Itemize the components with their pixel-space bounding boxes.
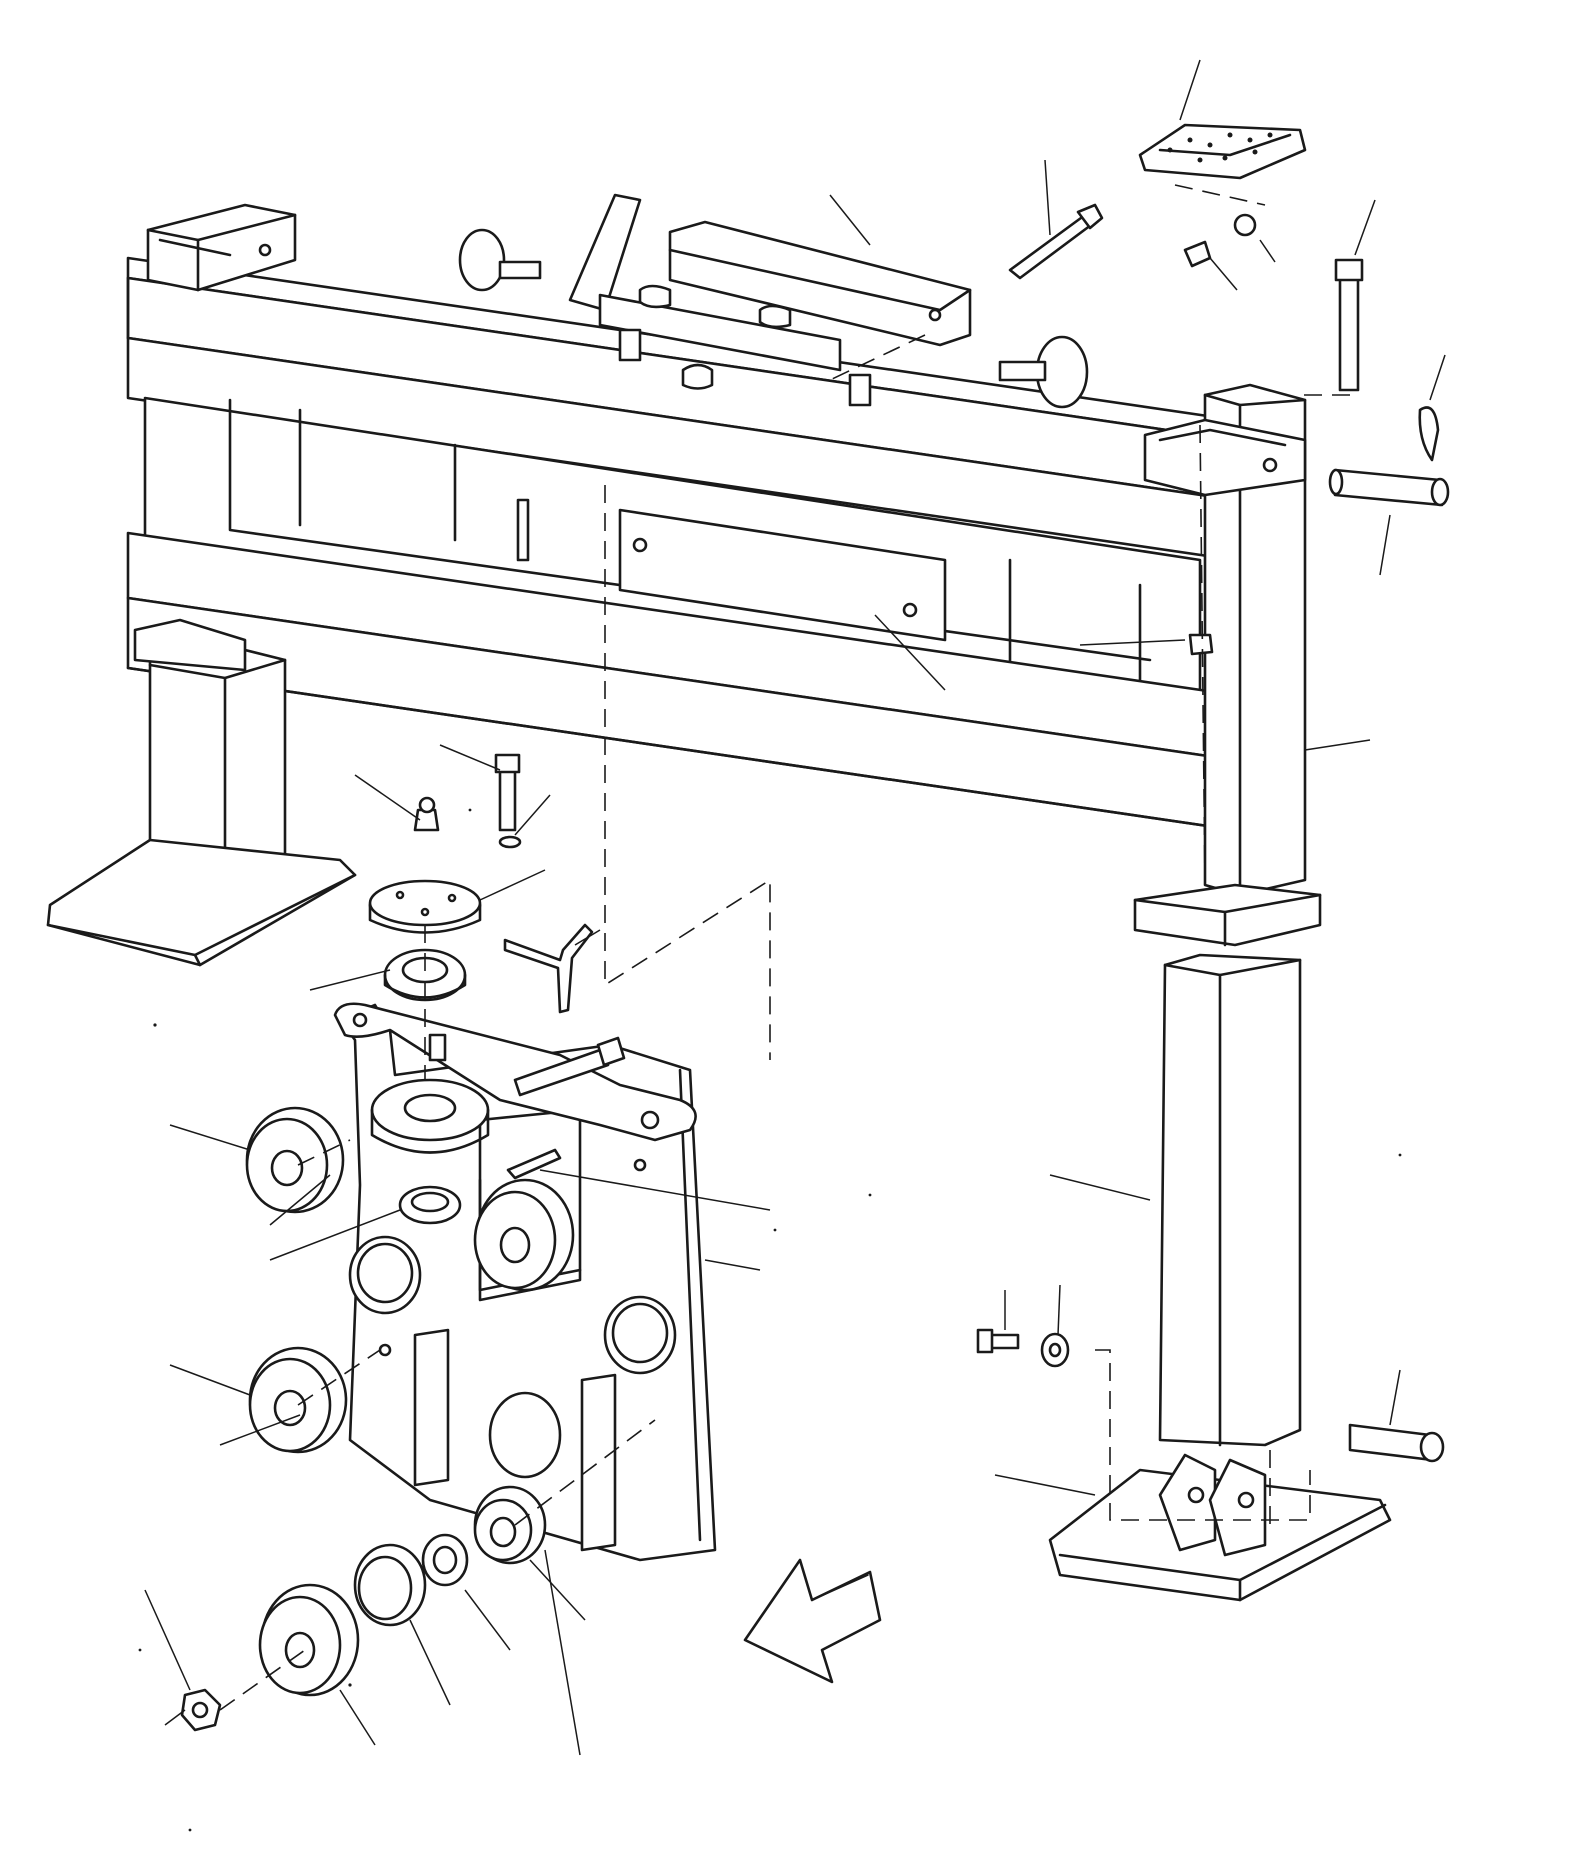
assembly-lines: [604, 184, 1350, 1530]
guide-plate: [668, 220, 972, 347]
roller-lower-left: [248, 1346, 348, 1454]
right-roller-stub: [998, 335, 1089, 409]
bearing-ring: [353, 1543, 427, 1627]
right-foot-plate: [1048, 1453, 1392, 1602]
scan-specks: [138, 808, 1402, 1832]
long-bolt: [1334, 258, 1364, 392]
leg-bolt: [976, 1328, 1070, 1368]
main-beam: [126, 256, 1237, 892]
roller-bottom: [258, 1583, 360, 1697]
roller-stub-left: [348, 1235, 422, 1315]
bolt-top: [1008, 203, 1104, 280]
left-roller-stub: [458, 228, 542, 292]
flanged-roller: [473, 1485, 547, 1565]
lock-nut: [180, 1688, 222, 1732]
roller-axes: [219, 925, 656, 1711]
left-end-block: [146, 203, 297, 292]
arm-bolt: [513, 1036, 626, 1097]
left-foot-plate: [46, 838, 357, 967]
foot-pin: [1348, 1423, 1445, 1463]
tread-plate: [1138, 123, 1307, 268]
seal-ring: [398, 1185, 462, 1225]
left-leg: [133, 618, 287, 897]
flange-cap: [368, 879, 482, 934]
direction-arrow-icon: [743, 1558, 882, 1684]
grease-nipple: [413, 796, 440, 832]
roller-middle: [473, 1178, 575, 1292]
roller-stub-right: [603, 1295, 677, 1375]
spacer-bush: [421, 1533, 469, 1587]
right-column: [1133, 383, 1322, 947]
pin: [1328, 406, 1450, 507]
bracket-assembly: [568, 193, 872, 407]
hex-key: [503, 923, 594, 1014]
split-pin: [506, 1148, 562, 1180]
hub: [370, 1033, 490, 1154]
right-leg: [1158, 953, 1302, 1447]
small-bolt: [494, 753, 522, 849]
leader-lines: [144, 59, 1446, 1756]
roller-upper-left: [245, 1106, 345, 1214]
